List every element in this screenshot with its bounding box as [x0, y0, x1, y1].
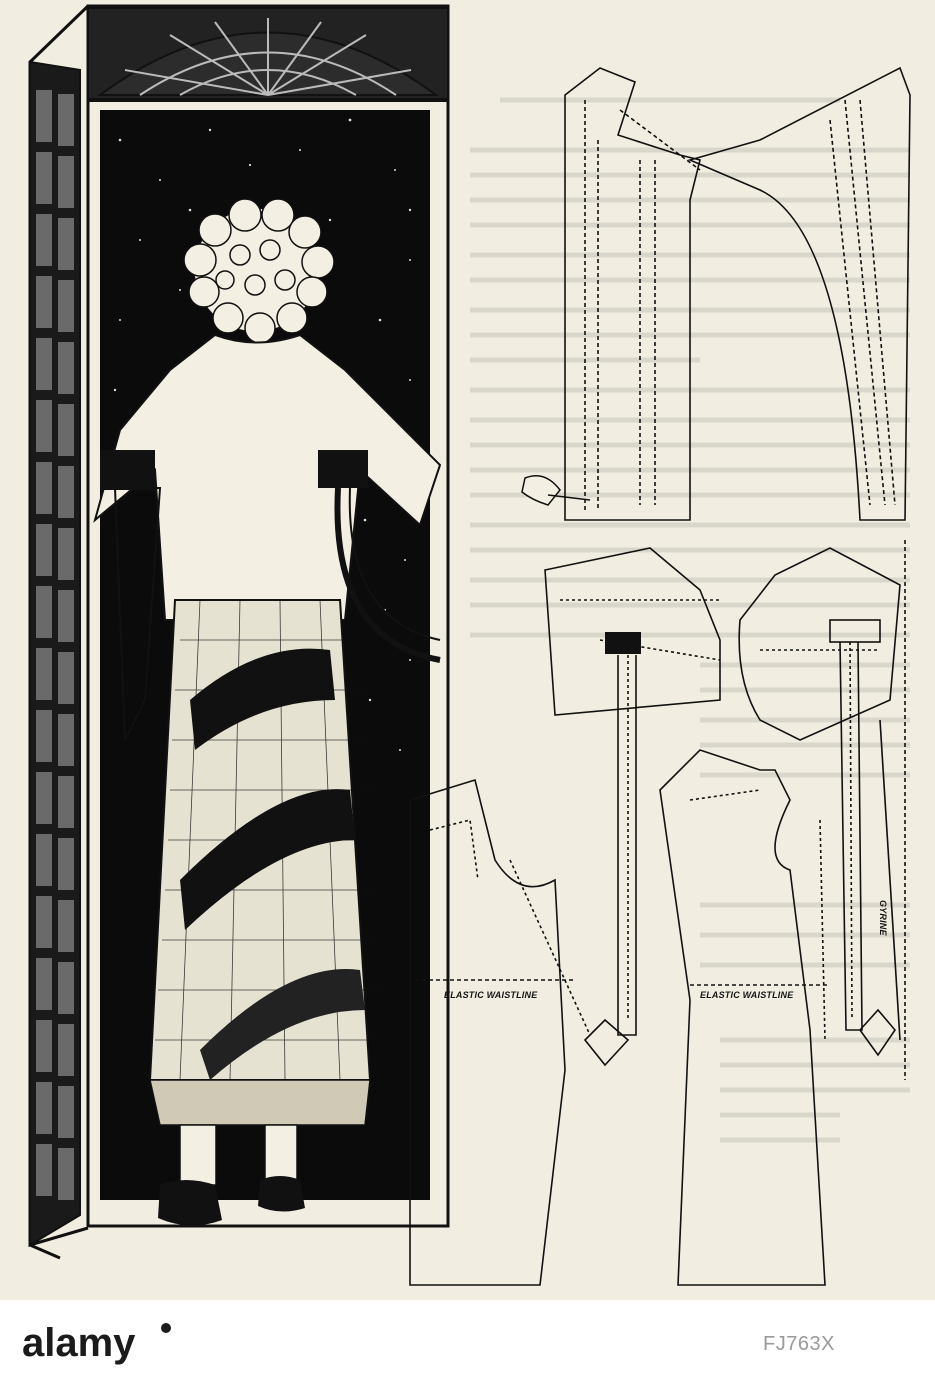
fashion-illustration — [28, 4, 911, 1286]
watermark-band — [0, 1300, 935, 1390]
woman-figure — [93, 198, 591, 1226]
waistline-label-left: ELASTIC WAISTLINE — [444, 990, 538, 1000]
alamy-logo: alamy — [22, 1321, 171, 1365]
side-label: GYRINE — [878, 900, 888, 936]
pattern-pieces — [409, 66, 911, 1286]
image-id: FJ763X — [763, 1333, 835, 1355]
waistline-label-right: ELASTIC WAISTLINE — [700, 990, 794, 1000]
fanlight — [87, 7, 449, 102]
glass-door — [29, 60, 81, 1247]
svg-text:alamy: alamy — [22, 1321, 136, 1365]
illustration-page: ELASTIC WAISTLINE ELASTIC WAISTLINE GYRI… — [0, 0, 935, 1300]
